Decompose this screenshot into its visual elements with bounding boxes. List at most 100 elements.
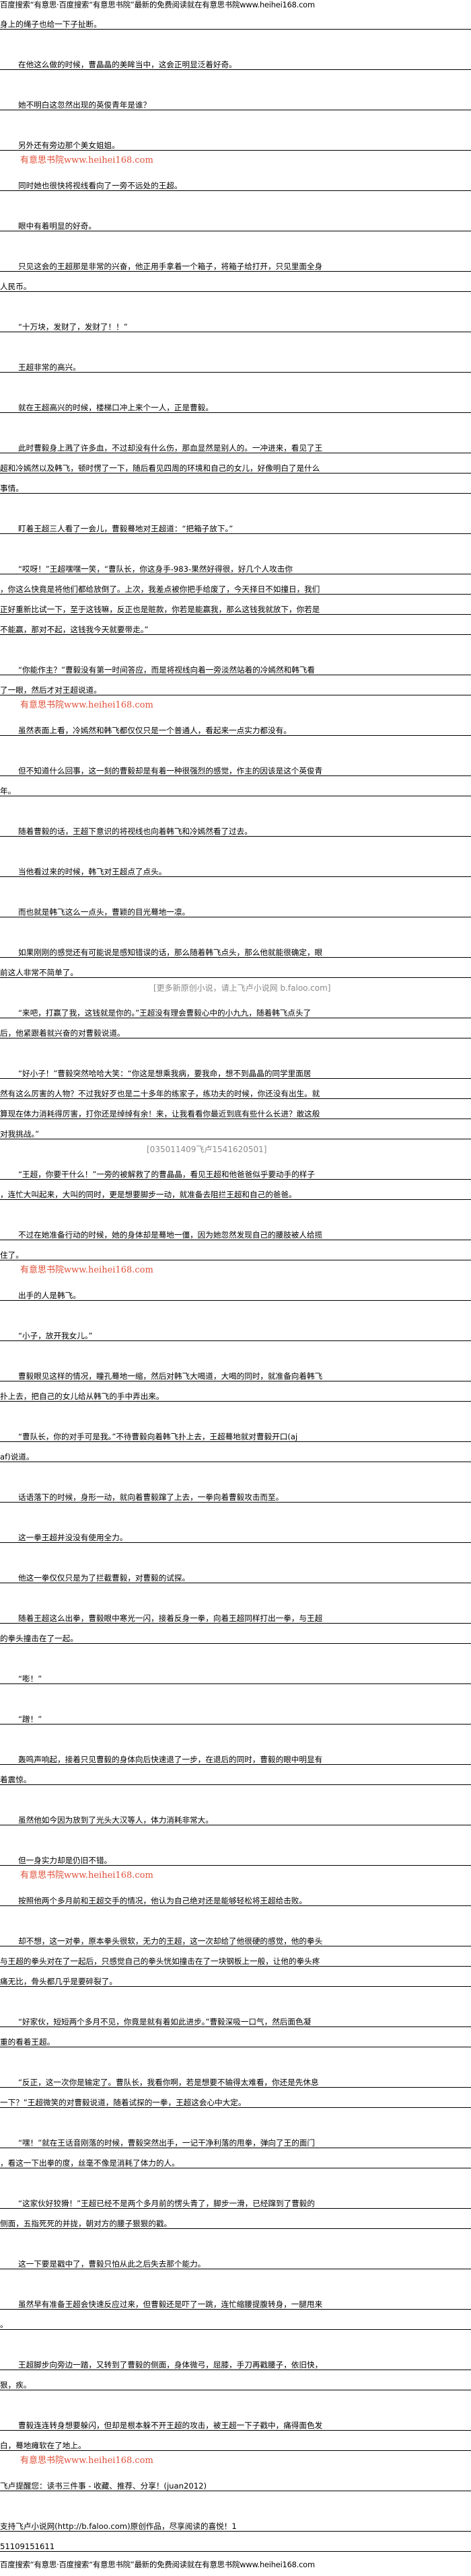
text-line: “曹队长，你的对手可是我。”不待曹毅向着韩飞扑上去，王超蓦地就对曹毅开口(aj: [0, 1422, 471, 1442]
paragraph-spacer: [0, 1987, 471, 2007]
text-line: 同时她也很快将视线看向了一旁不远处的王超。: [0, 171, 471, 191]
text-line: 痛无比，骨头都几乎是要碎裂了。: [0, 1967, 471, 1987]
text-line: 他这一拳仅仅只是为了拦截曹毅，对曹毅的试探。: [0, 1563, 471, 1583]
line-text: 王超非常的高兴。: [18, 363, 81, 372]
text-line: af)说道。: [0, 1442, 471, 1462]
line-text: 了一眼，然后才对王超说道。: [0, 685, 102, 695]
paragraph-spacer: [0, 494, 471, 514]
top-banner: 百度搜索“有意思·百度搜索“有意思书院”最新的免费阅读就在有意思书院www.he…: [0, 0, 315, 9]
text-line: 。: [0, 2310, 471, 2330]
text-line: 狠，疾。: [0, 2370, 471, 2390]
line-text: 。: [0, 2320, 8, 2329]
text-line: “十万块，发财了，发财了！！”: [0, 312, 471, 332]
line-text: “小子，放开我女儿。”: [18, 1331, 93, 1340]
line-text: 不过在她准备行动的时候，她的身体却是蓦地一僵，因为她忽然发现自己的腰肢被人给揽: [18, 1230, 323, 1240]
text-line: ，你这么快竟是将他们都给放倒了。上次，我差点被你把手给废了，今天择日不如撞日，我…: [0, 574, 471, 595]
paragraph-spacer: [0, 2229, 471, 2249]
text-line: 这一下要是戳中了，曹毅只怕从此之后失去那个能力。: [0, 2249, 471, 2269]
line-text: “曹队长，你的对手可是我。”不待曹毅向着韩飞扑上去，王超蓦地就对曹毅开口(aj: [18, 1432, 298, 1441]
paragraph-spacer: [0, 2451, 471, 2471]
paragraph-spacer: [0, 1462, 471, 1482]
line-text: ，看这一下出拳的度，丝毫不像是消耗了体力的人。: [0, 2158, 180, 2168]
line-text: 王超脚步向旁边一踏，又转到了曹毅的侧面，身体微弓，屈膝，手刀再戳腰子，依旧快，: [18, 2360, 323, 2370]
text-line: 住了。: [0, 1240, 471, 1260]
paragraph-spacer: [0, 1906, 471, 1926]
text-line: 不过在她准备行动的时候，她的身体却是蓦地一僵，因为她忽然发现自己的腰肢被人给揽: [0, 1220, 471, 1240]
text-line: “嘿！”就在王话音刚落的时候，曹毅突然出手，一记干净利落的甩拳，弹向了王的面门: [0, 2128, 471, 2148]
text-line: 人民币。: [0, 272, 471, 292]
text-line: 话语落下的时候，身形一动，就向着曹毅蹿了上去，一拳向着曹毅攻击而至。: [0, 1482, 471, 1503]
paragraph-spacer: [0, 2168, 471, 2189]
text-line: 着震惊。: [0, 1765, 471, 1785]
line-text: 支持飞卢小说网(http://b.faloo.com)原创作品，尽享阅读的喜悦！…: [0, 2522, 237, 2531]
line-text: af)说道。: [0, 1452, 34, 1462]
line-text: 人民币。: [0, 282, 32, 291]
paragraph-spacer: [0, 292, 471, 312]
line-text: “嘭！”: [18, 1674, 42, 1683]
text-line: 但不知道什么回事，这一刻的曹毅却是有着一种很强烈的感觉，作主的因该是这个英俊青: [0, 756, 471, 776]
paragraph-spacer: [0, 30, 471, 50]
line-text: 重的看着王超。: [0, 2037, 55, 2047]
text-line: 而也就是韩飞这么一点头，曹颖的目光蓦地一凛。: [0, 897, 471, 917]
text-line: 随着曹毅的话，王超下意识的将视线也向着韩飞和冷嫣然看了过去。: [0, 817, 471, 837]
line-text: 只见这会的王超那是非常的兴奋，他正用手拿着一个箱子，将箱子给打开，只见里面全身: [18, 262, 323, 271]
text-line: 出手的人是韩飞。: [0, 1281, 471, 1301]
line-text: “反正，这一次你是输定了。曹队长，我看你啊，若是想要不输得太难看，你还是先休息: [18, 2078, 319, 2087]
paragraph-spacer: [0, 332, 471, 352]
text-line: 51109151611: [0, 2532, 471, 2552]
line-text: 当他看过来的时候，韩飞对王超点了点头。: [18, 867, 167, 876]
text-line: 当他看过来的时候，韩飞对王超点了点头。: [0, 857, 471, 877]
paragraph-spacer: [0, 231, 471, 252]
text-line: “好家伙，短短两个多月不见，你竟是就有着如此进步。”曹毅深吸一口气，然后面色凝: [0, 2007, 471, 2027]
line-text: 虽然他如今因为放到了光头大汉等人，体力消耗非常大。: [18, 1815, 213, 1825]
line-text: 但一身实力却是仍旧不错。: [18, 1856, 112, 1865]
line-text: 51109151611: [0, 2542, 55, 2551]
line-text: “来吧，打赢了我，这钱就是你的。”王超没有理会曹毅心中的小九九，随着韩飞点头了: [18, 1008, 312, 1018]
paragraph-spacer: [0, 1825, 471, 1846]
text-line: 就在王超高兴的时候，楼梯口冲上来个一人，正是曹毅。: [0, 393, 471, 413]
line-text: 不能赢，那对不起，这钱我今天就要带走。”: [0, 625, 149, 634]
text-line: “来吧，打赢了我，这钱就是你的。”王超没有理会曹毅心中的小九九，随着韩飞点头了: [0, 998, 471, 1018]
text-line: 一下？”王超微笑的对曹毅说道，随着试探的一拳，王超这会心中大定。: [0, 2088, 471, 2108]
line-text: 后，他紧跟着就兴奋的对曹毅说道。: [0, 1028, 125, 1038]
line-text: 白，蓦地瘫软在了地上。: [0, 2441, 86, 2450]
line-text: “王超，你要干什么！”一旁的被解救了的曹晶晶，看见王超和他爸爸似乎要动手的样子: [18, 1170, 315, 1179]
line-text: 虽然表面上看，冷嫣然和韩飞都仅仅只是一个普通人，看起来一点实力都没有。: [18, 726, 291, 735]
paragraph-spacer: [0, 1200, 471, 1220]
paragraph-spacer: [0, 1583, 471, 1603]
line-text: 曹毅眼见这样的情况，瞳孔蓦地一缩，然后对韩飞大喝道，大喝的同时，就准备向着韩飞: [18, 1371, 323, 1381]
paragraph-spacer: [0, 534, 471, 554]
bottom-banner: 百度搜索“有意思·百度搜索“有意思书院”最新的免费阅读就在有意思书院www.he…: [0, 2560, 315, 2569]
line-text: 一下？”王超微笑的对曹毅说道，随着试探的一拳，王超这会心中大定。: [0, 2098, 246, 2107]
text-line: 飞卢提醒您：读书三件事 - 收藏、推荐、分享！(juan2012): [0, 2471, 471, 2491]
text-line: 超和冷嫣然以及韩飞，顿时愣了一下，随后看见四周的环境和自己的女儿，好像明白了是什…: [0, 453, 471, 473]
text-line: 眼中有着明显的好奇。: [0, 211, 471, 231]
line-text: 随着王超这么出拳，曹毅眼中寒光一闪，接着反身一拳，向着王超同样打出一拳，与王超: [18, 1614, 323, 1623]
paragraph-spacer: [0, 736, 471, 756]
text-line: “蹭！”: [0, 1704, 471, 1725]
line-text: 却不想，这一对拳，原本拳头很软，无力的王超，这一次却给了他很硬的感觉，他的拳头: [18, 1936, 323, 1946]
text-line: 与王超的拳头对在了一起后，只感觉自己的拳头恍如撞击在了一块钢板上一般，让他的拳头…: [0, 1946, 471, 1967]
text-line: 算现在体力消耗得厉害，打你还是绰绰有余！来，让我看看你最近到底有些什么长进？敢这…: [0, 1099, 471, 1119]
line-text: “好小子！”曹毅突然哈哈大笑：“你这是想乘我病，要我命，想不到晶晶的同学里面居: [18, 1069, 312, 1078]
text-line: 对我挑战。”: [0, 1119, 471, 1139]
paragraph-spacer: [0, 1866, 471, 1886]
paragraph-spacer: [0, 110, 471, 130]
text-line: 身上的绳子也给一下子扯断。: [0, 9, 471, 30]
text-line: “王超，你要干什么！”一旁的被解救了的曹晶晶，看见王超和他爸爸似乎要动手的样子: [0, 1160, 471, 1180]
line-text: ，你这么快竟是将他们都给放倒了。上次，我差点被你把手给废了，今天择日不如撞日，我…: [0, 584, 320, 594]
line-text: 随着曹毅的话，王超下意识的将视线也向着韩飞和冷嫣然看了过去。: [18, 827, 252, 836]
text-line: 王超非常的高兴。: [0, 352, 471, 373]
line-text: 但不知道什么回事，这一刻的曹毅却是有着一种很强烈的感觉，作主的因该是这个英俊青: [18, 766, 323, 775]
text-line: 扑上去，把自己的女儿给从韩飞的手中弄出来。: [0, 1381, 471, 1402]
text-line: 虽然表面上看，冷嫣然和韩飞都仅仅只是一个普通人，看起来一点实力都没有。: [0, 716, 471, 736]
text-line: 曹毅连连转身想要躲闪，但却是根本躲不开王超的攻击，被王超一下子戳中，痛得面色发: [0, 2411, 471, 2431]
paragraph-spacer: [0, 2108, 471, 2128]
paragraph-spacer: [0, 635, 471, 655]
line-text: 侧面，五指死死的并拢，朝对方的腰子狠狠的戳。: [0, 2219, 172, 2228]
text-line: 白，蓦地瘫软在了地上。: [0, 2431, 471, 2451]
text-line: 在他这么做的时候，曹晶晶的美眸当中，这会正明显泛着好奇。: [0, 50, 471, 70]
text-line: 如果刚刚的感觉还有可能说是感知错误的话，那么随着韩飞点头，那么他就能很确定，眼: [0, 938, 471, 958]
line-text: 同时她也很快将视线看向了一旁不远处的王超。: [18, 181, 182, 190]
line-text: 的拳头撞击在了一起。: [0, 1634, 78, 1643]
